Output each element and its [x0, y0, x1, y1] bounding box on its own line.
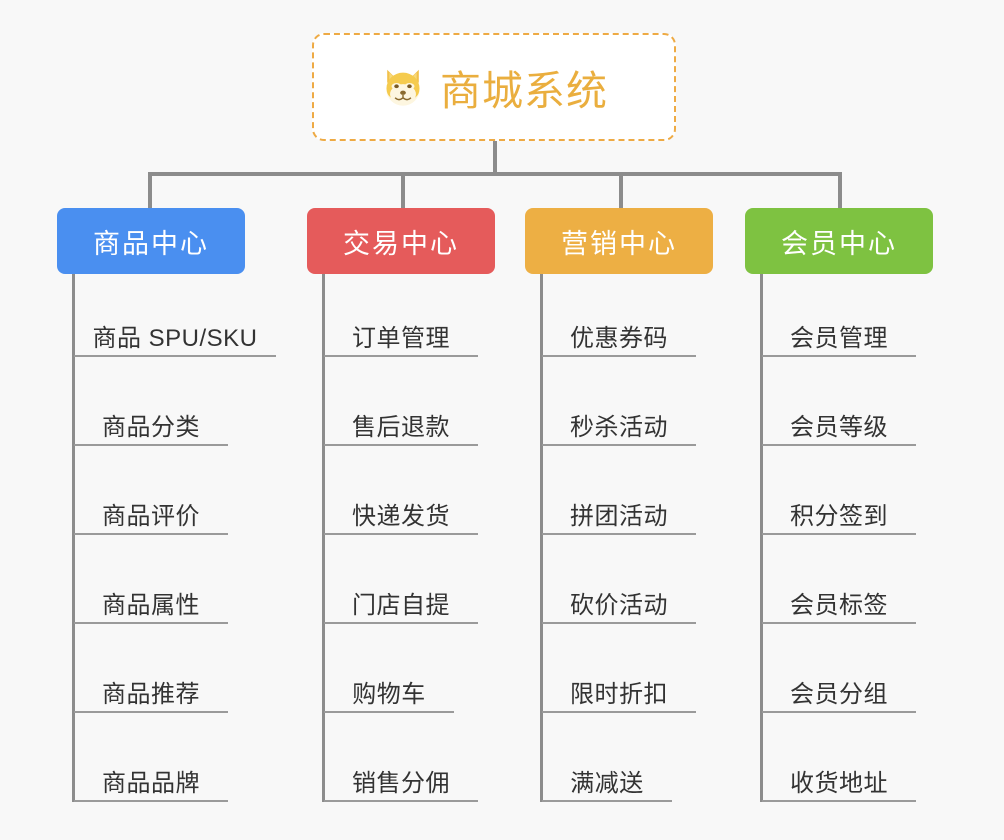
category-box-2[interactable]: 交易中心: [307, 208, 495, 274]
leaf-item-2-2[interactable]: 售后退款: [324, 400, 478, 446]
leaf-item-2-3[interactable]: 快递发货: [324, 489, 478, 535]
leaf-label: 商品推荐: [102, 681, 200, 709]
leaf-label: 会员管理: [790, 325, 888, 353]
leaf-item-1-2[interactable]: 商品分类: [74, 400, 228, 446]
leaf-item-1-6[interactable]: 商品品牌: [74, 756, 228, 802]
category-label-2: 交易中心: [343, 228, 459, 259]
leaf-label: 商品评价: [102, 503, 200, 531]
connector-horizontal-bus: [148, 172, 842, 176]
leaf-item-1-1[interactable]: 商品 SPU/SKU: [74, 311, 276, 357]
root-title: 商城系统: [440, 68, 608, 114]
shiba-dog-face-icon: [380, 64, 426, 110]
leaf-item-3-1[interactable]: 优惠券码: [542, 311, 696, 357]
leaf-item-3-3[interactable]: 拼团活动: [542, 489, 696, 535]
leaf-item-4-2[interactable]: 会员等级: [762, 400, 916, 446]
leaf-label: 优惠券码: [570, 325, 668, 353]
leaf-item-2-6[interactable]: 销售分佣: [324, 756, 478, 802]
leaf-label: 会员标签: [790, 592, 888, 620]
category-label-3: 营销中心: [561, 228, 677, 259]
leaf-item-4-3[interactable]: 积分签到: [762, 489, 916, 535]
leaf-item-2-1[interactable]: 订单管理: [324, 311, 478, 357]
leaf-label: 会员等级: [790, 414, 888, 442]
leaf-label: 售后退款: [352, 414, 450, 442]
category-box-4[interactable]: 会员中心: [745, 208, 933, 274]
leaf-item-3-4[interactable]: 砍价活动: [542, 578, 696, 624]
category-box-1[interactable]: 商品中心: [57, 208, 245, 274]
leaf-item-1-4[interactable]: 商品属性: [74, 578, 228, 624]
leaf-label: 购物车: [352, 681, 426, 709]
leaf-label: 商品品牌: [102, 770, 200, 798]
connector-drop-branch-1: [148, 172, 152, 210]
leaf-item-1-5[interactable]: 商品推荐: [74, 667, 228, 713]
branch-spine-3: [540, 274, 543, 802]
leaf-item-4-5[interactable]: 会员分组: [762, 667, 916, 713]
leaf-item-4-6[interactable]: 收货地址: [762, 756, 916, 802]
leaf-label: 商品分类: [102, 414, 200, 442]
leaf-item-2-5[interactable]: 购物车: [324, 667, 454, 713]
connector-drop-branch-3: [619, 172, 623, 210]
leaf-label: 门店自提: [352, 592, 450, 620]
category-box-3[interactable]: 营销中心: [525, 208, 713, 274]
leaf-label: 订单管理: [352, 325, 450, 353]
leaf-item-1-3[interactable]: 商品评价: [74, 489, 228, 535]
leaf-item-3-6[interactable]: 满减送: [542, 756, 672, 802]
category-label-4: 会员中心: [781, 228, 897, 259]
leaf-label: 秒杀活动: [570, 414, 668, 442]
category-label-1: 商品中心: [93, 228, 209, 259]
leaf-label: 销售分佣: [352, 770, 450, 798]
branch-spine-1: [72, 274, 75, 802]
leaf-label: 限时折扣: [570, 681, 668, 709]
leaf-item-4-1[interactable]: 会员管理: [762, 311, 916, 357]
leaf-label: 收货地址: [790, 770, 888, 798]
leaf-label: 商品 SPU/SKU: [92, 325, 258, 353]
leaf-label: 积分签到: [790, 503, 888, 531]
leaf-label: 拼团活动: [570, 503, 668, 531]
leaf-label: 会员分组: [790, 681, 888, 709]
leaf-label: 砍价活动: [570, 592, 668, 620]
leaf-label: 满减送: [570, 770, 644, 798]
leaf-item-2-4[interactable]: 门店自提: [324, 578, 478, 624]
leaf-item-3-5[interactable]: 限时折扣: [542, 667, 696, 713]
leaf-item-4-4[interactable]: 会员标签: [762, 578, 916, 624]
connector-root-stem: [493, 141, 497, 175]
leaf-item-3-2[interactable]: 秒杀活动: [542, 400, 696, 446]
connector-drop-branch-2: [401, 172, 405, 210]
connector-drop-branch-4: [838, 172, 842, 210]
branch-spine-4: [760, 274, 763, 802]
leaf-label: 快递发货: [352, 503, 450, 531]
root-node-shop-system[interactable]: 商城系统: [312, 33, 676, 141]
branch-spine-2: [322, 274, 325, 802]
leaf-label: 商品属性: [102, 592, 200, 620]
